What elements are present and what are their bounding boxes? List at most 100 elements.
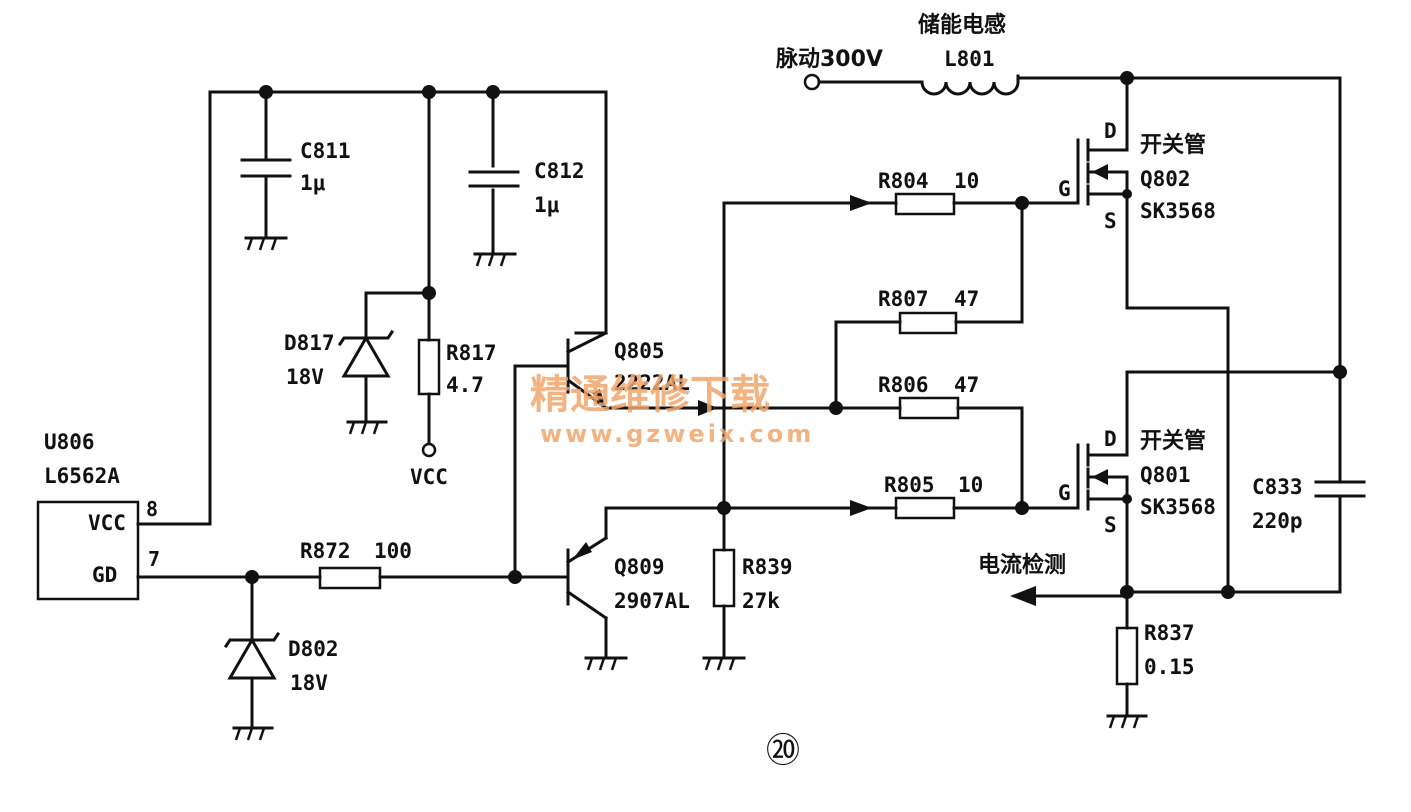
q801-pin-s: S	[1104, 513, 1117, 537]
q802-source-wire	[1125, 238, 1230, 594]
q802-pin-s: S	[1104, 209, 1117, 233]
junction-dot	[422, 286, 436, 300]
capacitor-c811: C811 1μ	[240, 139, 351, 238]
r837-value: 0.15	[1144, 655, 1195, 679]
resistor-r817: R817 4.7 VCC	[410, 338, 497, 489]
input-terminal	[803, 73, 821, 91]
figure-number: ⑳	[766, 731, 800, 771]
watermark-url: www.gzweix.com	[540, 420, 814, 448]
ic-part-label: L6562A	[44, 464, 120, 488]
gate-drive-line	[136, 364, 570, 584]
emitter-arrow-icon	[572, 542, 592, 560]
r817-ref: R817	[446, 341, 497, 365]
q802-pin-d: D	[1104, 119, 1117, 143]
watermark-cn: 精通维修下载	[530, 371, 770, 418]
signal-arrow-icon	[698, 400, 718, 416]
q809-value: 2907AL	[614, 589, 690, 613]
q802-value: SK3568	[1140, 199, 1216, 223]
gate-arrow-icon	[1092, 164, 1108, 180]
ground-symbol	[473, 252, 517, 267]
ground-symbol	[346, 420, 388, 435]
emitter-arrow-icon	[592, 389, 606, 408]
r806-ref: R806	[878, 373, 929, 397]
r872-value: 100	[374, 539, 412, 563]
q802-desc: 开关管	[1140, 132, 1206, 158]
d817-ref: D817	[284, 331, 335, 355]
capacitor-c812: C812 1μ	[468, 159, 585, 217]
l801-desc: 储能电感	[918, 12, 1006, 38]
c812-value: 1μ	[534, 193, 560, 217]
r839-value: 27k	[742, 589, 780, 613]
current-sense: 电流检测	[978, 552, 1129, 606]
signal-arrow-icon	[850, 500, 872, 516]
ic-vcc-pin-label: VCC	[88, 511, 126, 535]
r807-ref: R807	[878, 287, 929, 311]
c811-ref: C811	[300, 139, 351, 163]
junction-dot	[259, 85, 273, 99]
q801-desc: 开关管	[1140, 428, 1206, 454]
c833-value: 220p	[1252, 509, 1303, 533]
ic-pin7-label: 7	[148, 547, 160, 571]
d802-value: 18V	[290, 671, 328, 695]
resistor-r872: R872 100	[300, 539, 412, 590]
mosfet-q801: D G S 开关管 Q801 SK3568	[1058, 370, 1342, 594]
current-sense-arrow-icon	[1010, 586, 1036, 606]
mosfet-q802: D G S 开关管 Q802 SK3568	[1058, 76, 1216, 242]
junction-dot	[1221, 585, 1235, 599]
junction-dot	[422, 85, 436, 99]
vcc-label: VCC	[410, 465, 448, 489]
r805-ref: R805	[884, 473, 935, 497]
resistor-r839: R839 27k	[712, 506, 793, 658]
transistor-q805: Q805 2222AL	[558, 330, 690, 411]
gate-arrow-icon	[1092, 469, 1108, 485]
junction-dot	[1122, 494, 1132, 504]
c811-value: 1μ	[300, 171, 326, 195]
q801-pin-d: D	[1104, 427, 1117, 451]
resistor-r805: R805 10	[884, 473, 1080, 520]
ground-symbol	[702, 656, 746, 671]
ground-symbol	[1106, 714, 1148, 729]
inductor-l801: 脉动300V 储能电感 L801	[775, 12, 1342, 96]
junction-dot	[1122, 189, 1132, 199]
q801-ref: Q801	[1140, 463, 1191, 487]
c833-ref: C833	[1252, 475, 1303, 499]
ground-symbol	[584, 656, 628, 671]
r837-ref: R837	[1144, 621, 1195, 645]
ic-gd-pin-label: GD	[92, 563, 117, 587]
vcc-rail	[136, 85, 608, 526]
ground-symbol	[232, 726, 274, 741]
capacitor-c833: C833 220p	[1125, 76, 1366, 594]
q801-pin-g: G	[1058, 481, 1071, 505]
ic-pin8-label: 8	[146, 497, 158, 521]
r817-value: 4.7	[446, 373, 484, 397]
resistor-r804: R804 10	[878, 169, 1080, 216]
r807-value: 47	[954, 287, 979, 311]
zener-diode-d817: D817 18V	[284, 291, 431, 422]
signal-arrow-icon	[850, 195, 872, 211]
resistor-r837: R837 0.15	[1115, 590, 1195, 716]
q805-value: 2222AL	[614, 371, 690, 395]
ground-symbol	[244, 236, 288, 251]
r805-value: 10	[958, 473, 983, 497]
l801-ref: L801	[944, 47, 995, 71]
q802-ref: Q802	[1140, 167, 1191, 191]
ic-ref-label: U806	[44, 430, 95, 454]
input-net-label: 脉动300V	[775, 47, 883, 72]
r806-value: 47	[954, 373, 979, 397]
q801-value: SK3568	[1140, 495, 1216, 519]
r839-ref: R839	[742, 555, 793, 579]
c812-ref: C812	[534, 159, 585, 183]
watermark: 精通维修下载 www.gzweix.com	[530, 371, 814, 448]
junction-dot	[1015, 501, 1029, 515]
junction-dot	[486, 85, 500, 99]
q802-pin-g: G	[1058, 177, 1071, 201]
q805-ref: Q805	[614, 339, 665, 363]
d817-value: 18V	[286, 365, 324, 389]
resistor-r807: R807 47	[878, 201, 1024, 335]
r872-ref: R872	[300, 539, 351, 563]
r804-ref: R804	[878, 169, 929, 193]
d802-ref: D802	[288, 637, 339, 661]
resistor-r806: R806 47	[878, 373, 1024, 510]
current-sense-label: 电流检测	[978, 552, 1066, 578]
